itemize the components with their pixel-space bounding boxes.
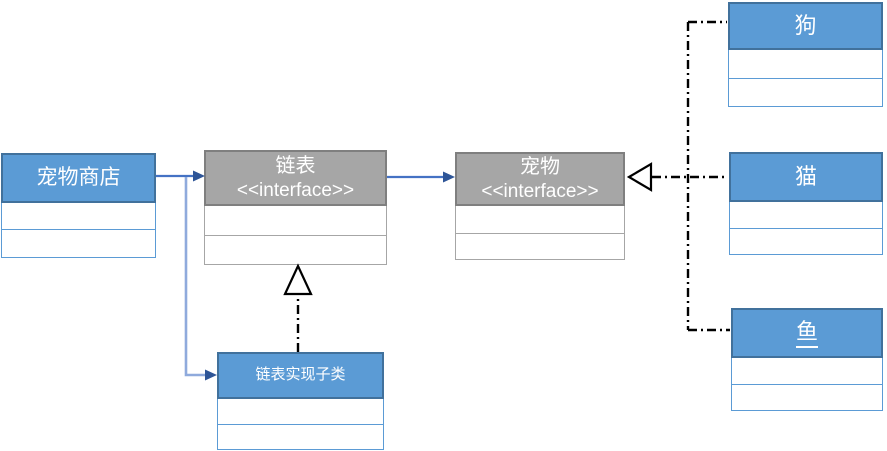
- class-fish-attributes-compartment: [731, 358, 883, 385]
- edge-pets-realize-pet-interface[interactable]: [626, 20, 730, 332]
- interface-pet-attributes-compartment: [455, 206, 625, 234]
- class-cat-title: 猫: [794, 164, 817, 190]
- hollow-triangle-pet: [626, 162, 653, 192]
- class-petshop-attributes-compartment: [1, 203, 156, 230]
- class-cat[interactable]: 猫: [729, 152, 883, 255]
- class-dog[interactable]: 狗: [728, 2, 883, 107]
- interface-pet-title: 宠物: [520, 155, 560, 178]
- class-dog-title: 狗: [794, 13, 817, 39]
- class-petshop-methods-compartment: [1, 230, 156, 258]
- interface-pet-header: 宠物 <<interface>>: [455, 152, 625, 206]
- class-petshop-title: 宠物商店: [36, 165, 121, 189]
- interface-pet[interactable]: 宠物 <<interface>>: [455, 152, 625, 260]
- interface-linkedlist-stereotype: <<interface>>: [236, 179, 355, 201]
- arrowhead-linkedlist-pet: [443, 171, 455, 183]
- class-linkedlist-subclass-attributes-compartment: [217, 399, 384, 425]
- class-dog-attributes-compartment: [728, 50, 883, 79]
- class-petshop-header: 宠物商店: [1, 153, 156, 203]
- class-cat-attributes-compartment: [729, 202, 883, 229]
- arrowhead-petshop-subclass: [205, 369, 217, 381]
- interface-linkedlist-attributes-compartment: [204, 206, 387, 236]
- class-linkedlist-subclass-methods-compartment: [217, 425, 384, 450]
- class-dog-header: 狗: [728, 2, 883, 50]
- arrowhead-petshop-linkedlist: [193, 170, 205, 182]
- interface-pet-methods-compartment: [455, 234, 625, 260]
- hollow-triangle-linkedlist: [283, 263, 313, 296]
- class-linkedlist-subclass[interactable]: 链表实现子类: [217, 352, 384, 450]
- class-linkedlist-subclass-title: 链表实现子类: [255, 366, 346, 384]
- class-petshop[interactable]: 宠物商店: [1, 153, 156, 258]
- class-fish[interactable]: 鱼: [731, 308, 883, 411]
- interface-linkedlist-header: 链表 <<interface>>: [204, 150, 387, 206]
- class-fish-methods-compartment: [731, 385, 883, 411]
- class-dog-methods-compartment: [728, 79, 883, 107]
- interface-linkedlist-title: 链表: [275, 154, 316, 177]
- edge-petshop-to-linkedlist[interactable]: [156, 170, 205, 182]
- class-fish-title: 鱼: [795, 318, 818, 349]
- interface-linkedlist-methods-compartment: [204, 236, 387, 265]
- edge-linkedlist-to-pet[interactable]: [387, 171, 455, 183]
- edge-petshop-to-subclass[interactable]: [184, 177, 217, 381]
- class-fish-header: 鱼: [731, 308, 883, 358]
- class-cat-header: 猫: [729, 152, 883, 202]
- class-linkedlist-subclass-header: 链表实现子类: [217, 352, 384, 399]
- class-cat-methods-compartment: [729, 229, 883, 255]
- edge-subclass-realizes-linkedlist[interactable]: [283, 263, 313, 352]
- interface-linkedlist[interactable]: 链表 <<interface>>: [204, 150, 387, 265]
- interface-pet-stereotype: <<interface>>: [481, 180, 599, 202]
